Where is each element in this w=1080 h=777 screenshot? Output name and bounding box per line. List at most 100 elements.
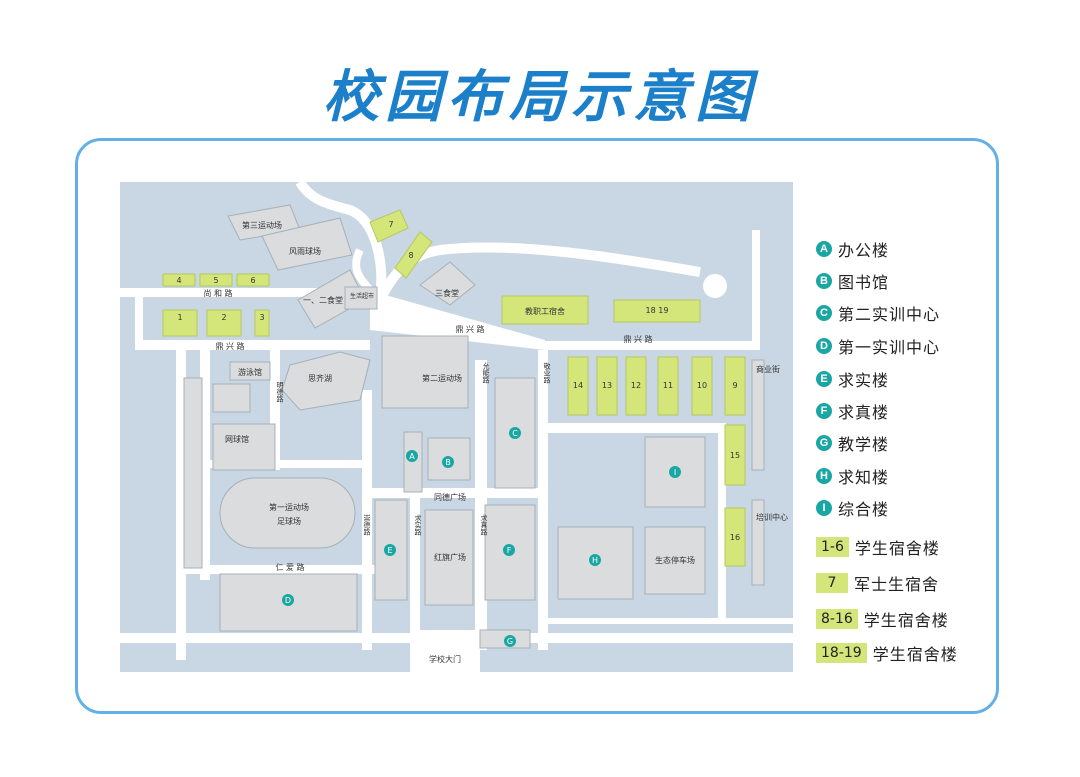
legend-dorm-label: 学生宿舍楼: [854, 539, 940, 558]
dorm-label-13: 13: [602, 381, 612, 390]
building-west-strip: [183, 377, 203, 569]
building-A: [403, 431, 423, 493]
roads: [120, 179, 793, 672]
legend-item: D 第一实训中心: [816, 333, 940, 359]
dorm-8: [394, 231, 433, 279]
svg-text:D: D: [285, 596, 291, 605]
dorm-label-2: 2: [221, 313, 226, 322]
dorm-9: [724, 356, 746, 416]
svg-text:E: E: [387, 546, 392, 555]
page-title: 校园布局示意图: [323, 65, 757, 130]
dorm-label-16: 16: [730, 533, 740, 542]
dorm-3: [254, 309, 270, 337]
road-dingxing-m: 鼎 兴 路: [455, 324, 484, 334]
label-eco: 生态停车场: [655, 555, 695, 565]
marker-A: A: [406, 450, 418, 462]
label-life-super: 生活超市: [350, 292, 374, 300]
road-qiude: 崇德路: [363, 515, 371, 537]
dorm-16: [724, 507, 746, 567]
dorm-label-10: 10: [697, 381, 707, 390]
legend-item: F 求真楼: [816, 398, 889, 424]
dorm-10: [691, 356, 713, 416]
label-sports3: 第三运动场: [242, 220, 282, 230]
legend-marker-F: F: [816, 403, 832, 419]
label-staff-dorm: 教职工宿舍: [525, 306, 565, 316]
dorm-label-1: 1: [177, 313, 182, 322]
legend-dorm-range: 8-16: [816, 609, 858, 629]
label-sports1-b: 足球场: [277, 516, 301, 526]
label-gate: 学校大门: [429, 654, 461, 664]
dorm-label-14: 14: [573, 381, 583, 390]
building-siqi: [281, 351, 371, 411]
marker-H: H: [589, 554, 601, 566]
legend-marker-G: G: [816, 435, 832, 451]
building-sports1: [219, 477, 356, 549]
legend-marker-A: A: [816, 241, 832, 257]
building-swim-annex: [212, 383, 251, 413]
svg-text:F: F: [507, 546, 512, 555]
road-qiushi: 求实路: [414, 514, 422, 537]
road-dingxing-e: 鼎 兴 路: [623, 334, 652, 344]
legend-dorm-item: 1-6 学生宿舍楼: [816, 534, 940, 560]
legend-dorm-range: 1-6: [816, 537, 849, 557]
legend-label: 第一实训中心: [838, 338, 941, 357]
building-commerce: [751, 359, 765, 471]
dorm-label-11: 11: [663, 381, 673, 390]
dorm-label-1819: 18 19: [646, 306, 669, 315]
dorm-1819: [613, 299, 701, 323]
building-training: [751, 499, 765, 586]
legend-marker-B: B: [816, 273, 832, 289]
road-mingde: 明德路: [276, 382, 284, 404]
legend-marker-D: D: [816, 338, 832, 354]
dorm-label-3: 3: [259, 313, 264, 322]
legend-label: 图书馆: [838, 273, 890, 292]
dorm-label-4: 4: [176, 276, 181, 285]
dorm-label-9: 9: [732, 381, 737, 390]
label-fengyu: 风雨球场: [289, 246, 321, 256]
marker-G: G: [504, 635, 516, 647]
building-swim: [229, 361, 271, 381]
legend-dorm-label: 军士生宿舍: [854, 575, 940, 594]
legend-label: 求真楼: [838, 403, 890, 422]
label-commerce: 商业街: [756, 364, 780, 374]
label-swim: 游泳馆: [238, 367, 262, 377]
building-tennis: [212, 423, 276, 471]
building-life-super: [344, 286, 378, 310]
dorm-label-7: 7: [388, 220, 393, 229]
dorm-11: [657, 356, 679, 416]
marker-B: B: [442, 456, 454, 468]
marker-D: D: [282, 594, 294, 606]
road-qiuzhen: 求真路: [480, 514, 488, 537]
marker-I: I: [669, 466, 681, 478]
svg-text:H: H: [592, 556, 598, 565]
legend-dorm-label: 学生宿舍楼: [872, 645, 958, 664]
label-hongqi: 红旗广场: [434, 552, 466, 562]
legend-label: 求实楼: [838, 371, 890, 390]
legend-marker-H: H: [816, 468, 832, 484]
dorm-label-15: 15: [730, 451, 740, 460]
legend-dorm-range: 7: [816, 573, 848, 593]
road-shanghe: 尚 和 路: [203, 288, 232, 298]
marker-F: F: [503, 544, 515, 556]
label-siqi: 思齐湖: [308, 373, 332, 383]
legend-item: B 图书馆: [816, 268, 889, 294]
dorm-staff: [501, 295, 589, 325]
svg-text:G: G: [507, 637, 513, 646]
legend-marker-C: C: [816, 305, 832, 321]
dorm-6: [236, 273, 270, 287]
label-canteen12: 一、二食堂: [303, 295, 343, 305]
dorm-7: [369, 209, 409, 243]
building-eco: [644, 526, 706, 595]
building-hongqi: [424, 509, 474, 606]
legend-marker-I: I: [816, 500, 832, 516]
legend-dorm-item: 7 军士生宿舍: [816, 570, 939, 596]
building-canteen3: [419, 261, 476, 306]
dorm-15: [724, 424, 746, 486]
